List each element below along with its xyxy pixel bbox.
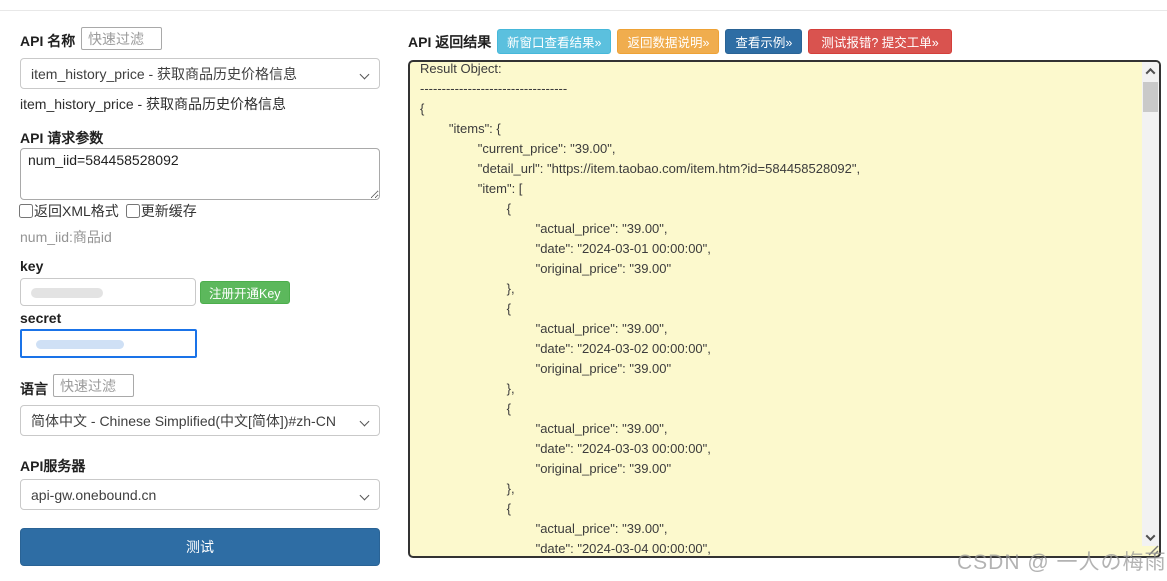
result-actions: 新窗口查看结果» 返回数据说明» 查看示例» 测试报错? 提交工单» — [497, 29, 952, 54]
new-window-button[interactable]: 新窗口查看结果» — [497, 29, 612, 54]
language-label: 语言 — [20, 381, 48, 397]
params-hint: num_iid:商品id — [20, 229, 112, 245]
api-description: item_history_price - 获取商品历史价格信息 — [20, 96, 287, 112]
watermark: CSDN @ 一人の梅雨 — [957, 551, 1167, 574]
xml-checkbox-group: 返回XML格式 — [19, 201, 119, 221]
chevron-down-icon — [359, 416, 370, 427]
key-input[interactable] — [20, 278, 196, 306]
api-select[interactable]: item_history_price - 获取商品历史价格信息 — [20, 58, 380, 89]
resize-grip-icon[interactable] — [1146, 543, 1159, 556]
scroll-up-button[interactable] — [1142, 63, 1159, 79]
secret-input[interactable] — [20, 329, 197, 358]
cache-checkbox[interactable] — [125, 204, 140, 218]
test-button[interactable]: 测试 — [20, 528, 380, 566]
key-label: key — [20, 258, 44, 274]
server-select-value: api-gw.onebound.cn — [31, 486, 157, 503]
register-key-button[interactable]: 注册开通Key — [200, 281, 290, 304]
api-select-value: item_history_price - 获取商品历史价格信息 — [31, 65, 298, 82]
server-select[interactable]: api-gw.onebound.cn — [20, 479, 380, 510]
scroll-down-icon — [1145, 530, 1156, 541]
format-options-row: 返回XML格式 更新缓存 — [19, 201, 197, 221]
ticket-button[interactable]: 测试报错? 提交工单» — [808, 29, 952, 54]
language-select[interactable]: 简体中文 - Chinese Simplified(中文[简体])#zh-CN — [20, 405, 380, 436]
example-button[interactable]: 查看示例» — [725, 29, 803, 54]
xml-checkbox[interactable] — [19, 204, 33, 218]
cache-checkbox-group: 更新缓存 — [125, 201, 197, 221]
chevron-down-icon — [359, 69, 370, 80]
result-output[interactable]: Result Object: -------------------------… — [408, 60, 1161, 558]
params-textarea[interactable]: num_iid=584458528092 — [20, 148, 380, 200]
cache-checkbox-label: 更新缓存 — [140, 203, 197, 219]
top-divider — [0, 10, 1167, 11]
key-redacted-value — [31, 288, 103, 298]
language-filter-input[interactable] — [53, 374, 134, 397]
data-doc-button[interactable]: 返回数据说明» — [617, 29, 720, 54]
result-scrollbar[interactable] — [1142, 62, 1159, 546]
secret-redacted-value — [36, 340, 124, 349]
scrollbar-thumb[interactable] — [1143, 82, 1158, 112]
scroll-up-icon — [1145, 67, 1156, 78]
language-select-value: 简体中文 - Chinese Simplified(中文[简体])#zh-CN — [31, 412, 336, 429]
result-text: Result Object: -------------------------… — [420, 61, 861, 556]
api-name-label: API 名称 — [20, 33, 76, 49]
result-title: API 返回结果 — [408, 34, 492, 50]
server-label: API服务器 — [20, 458, 86, 474]
xml-checkbox-label: 返回XML格式 — [34, 203, 119, 219]
params-label: API 请求参数 — [20, 130, 104, 146]
api-name-filter-input[interactable] — [81, 27, 162, 50]
chevron-down-icon — [359, 490, 370, 501]
secret-label: secret — [20, 310, 62, 326]
